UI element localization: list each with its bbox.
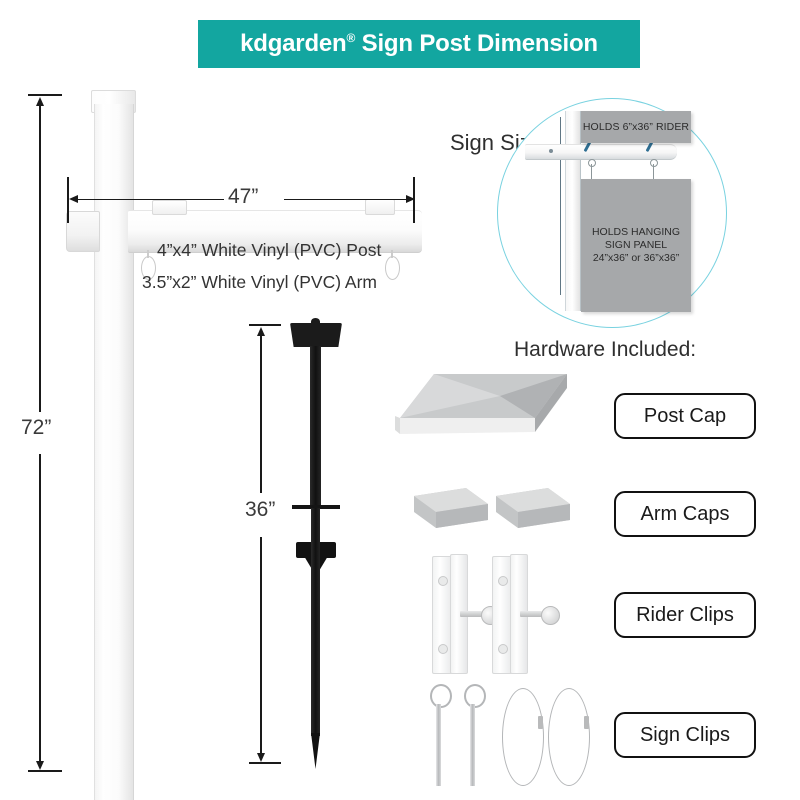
arm-length-dimension: 47” <box>60 175 425 225</box>
rider-clips-label-box: Rider Clips <box>614 592 756 638</box>
dim-line-right <box>284 198 406 201</box>
post-height-dimension: 72” <box>20 88 90 778</box>
rider-clip-left-hole-top <box>438 576 448 586</box>
arm-rider-clip-left <box>152 200 187 215</box>
sign-size-detail-circle: HOLDS 6”x36” RIDER HOLDS HANGING SIGN PA… <box>497 98 727 328</box>
eye-bolt-right-ring <box>464 684 486 708</box>
hardware-heading: Hardware Included: <box>514 338 697 361</box>
sign-clips-icon <box>418 680 594 788</box>
sign-hook-left <box>141 256 156 280</box>
stake-dim-tick-top <box>249 324 281 327</box>
hanging-panel-line3: 24”x36” or 36”x36” <box>592 251 680 264</box>
arm-caps-label: Arm Caps <box>640 502 730 525</box>
mini-arm <box>525 144 677 160</box>
vinyl-post <box>94 104 134 800</box>
mini-wire-left <box>590 164 592 180</box>
rider-clips-label: Rider Clips <box>636 603 734 626</box>
registered-trademark-icon: ® <box>346 31 356 45</box>
stake-length-dimension: 36” <box>240 320 292 778</box>
stake-dim-line-upper <box>260 331 262 493</box>
hook-stem-left <box>147 250 149 258</box>
hardware-row-post-cap: Post Cap <box>392 372 760 458</box>
mini-eye-left <box>588 159 596 167</box>
rider-clip-right-screw-shaft <box>520 611 542 617</box>
mini-wire-right <box>652 164 654 180</box>
eye-bolt-left-shaft <box>436 704 441 786</box>
mini-eye-right <box>650 159 658 167</box>
title-banner: kdgarden® Sign Post Dimension <box>198 20 640 68</box>
stake-dim-line-lower <box>260 537 262 753</box>
sign-hook-right <box>385 256 400 280</box>
sign-wire-loop-left <box>502 688 544 786</box>
vinyl-arm <box>128 210 422 253</box>
hanging-panel-line1: HOLDS HANGING <box>591 226 681 239</box>
arm-length-label: 47” <box>228 185 259 208</box>
dim-line-upper <box>39 101 41 412</box>
stake-dim-tick-bottom <box>249 762 281 765</box>
stake-shaft-upper <box>310 346 321 506</box>
arm-left-stub <box>66 211 100 252</box>
rider-clip-right-screw-head <box>541 606 560 625</box>
eye-bolt-right-shaft <box>470 704 475 786</box>
arm-spec-text: 3.5”x2” White Vinyl (PVC) Arm <box>142 272 378 292</box>
post-cap-label-box: Post Cap <box>614 393 756 439</box>
dim-arrow-right <box>406 195 415 203</box>
sign-clips-label-box: Sign Clips <box>614 712 756 758</box>
dim-line-left <box>78 198 224 201</box>
dim-tick-right <box>413 177 416 223</box>
rider-clip-right-hole-bottom <box>498 644 508 654</box>
post-arm-assembly <box>0 80 440 800</box>
sign-wire-ferrule-right <box>584 716 589 729</box>
hardware-row-sign-clips: Sign Clips <box>392 680 760 790</box>
dim-tick-left <box>67 177 70 223</box>
rider-clip-left-screw-shaft <box>460 611 482 617</box>
stake-tip <box>311 733 320 769</box>
mini-post <box>565 111 581 311</box>
sign-clips-label: Sign Clips <box>639 723 731 746</box>
post-spec-text: 4”x4” White Vinyl (PVC) Post <box>157 240 382 260</box>
sign-wire-ferrule-left <box>538 716 543 729</box>
sign-wire-loop-right <box>548 688 590 786</box>
arm-caps-icon <box>392 482 592 542</box>
rider-sign-panel: HOLDS 6”x36” RIDER <box>581 111 691 143</box>
arm-caps-svg <box>414 488 570 528</box>
dim-tick-top <box>28 94 62 97</box>
mini-post-edge <box>560 117 561 295</box>
rider-clip-left-hole-bottom <box>438 644 448 654</box>
hanging-sign-panel: HOLDS HANGING SIGN PANEL 24”x36” or 36”x… <box>581 179 691 312</box>
stake-length-label: 36” <box>245 498 276 521</box>
title-remainder: Sign Post Dimension <box>355 30 598 57</box>
eye-bolt-left-ring <box>430 684 452 708</box>
dim-arrow-down <box>35 761 44 770</box>
hanging-panel-line2: SIGN PANEL <box>604 239 668 252</box>
post-cap-icon <box>392 372 577 458</box>
dim-tick-bottom <box>28 770 62 773</box>
stake-dim-arrow-down <box>256 753 265 762</box>
post-cap-svg <box>395 374 567 434</box>
dim-arrow-left <box>69 195 78 203</box>
stake-top-knob <box>311 318 320 325</box>
hook-stem-right <box>391 250 393 258</box>
post-height-label: 72” <box>21 416 52 439</box>
brand-name: kdgarden <box>240 30 347 57</box>
stake-shaft-lower <box>311 508 320 736</box>
rider-panel-text: HOLDS 6”x36” RIDER <box>582 120 690 133</box>
rider-clip-right-hole-top <box>498 576 508 586</box>
hardware-row-arm-caps: Arm Caps <box>392 482 760 546</box>
rider-clips-icon <box>426 552 586 678</box>
arm-caps-label-box: Arm Caps <box>614 491 756 537</box>
hardware-row-rider-clips: Rider Clips <box>392 552 760 678</box>
stake-top-plate <box>290 323 342 347</box>
page-title: kdgarden® Sign Post Dimension <box>240 30 598 58</box>
stake-cross-bar <box>292 505 340 509</box>
ground-stake-assembly <box>290 318 350 778</box>
post-cap-label: Post Cap <box>643 404 727 427</box>
dim-line-lower <box>39 454 41 761</box>
mini-arm-bolt-dot <box>549 149 553 153</box>
